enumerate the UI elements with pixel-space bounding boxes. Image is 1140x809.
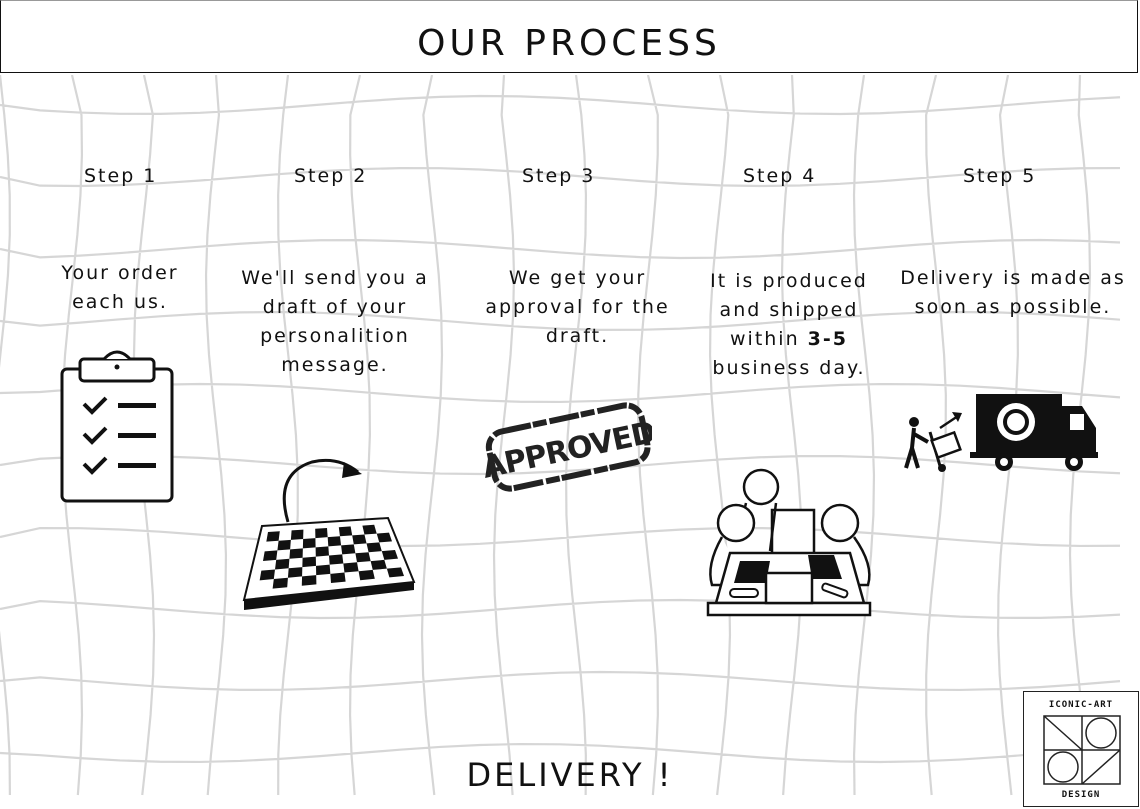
- checker-square: [341, 544, 356, 555]
- step-4-label: Step 4: [743, 165, 817, 187]
- page-title: OUR PROCESS: [417, 23, 721, 64]
- delivery-truck-icon: [904, 394, 1098, 472]
- checker-square: [302, 538, 316, 549]
- checker-square: [259, 569, 275, 581]
- step-1-description: Your order each us.: [61, 262, 179, 313]
- checker-square: [263, 550, 278, 561]
- checker-square: [272, 577, 288, 589]
- footer-title: DELIVERY !: [466, 756, 674, 794]
- checker-square: [275, 558, 290, 570]
- team-meeting-icon: [706, 468, 872, 617]
- checker-square: [315, 528, 328, 539]
- step-5-label: Step 5: [963, 165, 1037, 187]
- checker-square: [330, 572, 346, 583]
- checker-square: [315, 546, 329, 557]
- checker-square: [362, 524, 377, 535]
- checker-square: [277, 539, 291, 551]
- step-1-label: Step 1: [84, 165, 158, 187]
- checker-square: [381, 550, 398, 560]
- checker-square: [355, 552, 371, 563]
- checker-square: [327, 536, 342, 547]
- logo-bottom-text: DESIGN: [1061, 790, 1101, 800]
- checker-square: [289, 548, 303, 559]
- draft-board-icon: [242, 458, 416, 610]
- step-2-label: Step 2: [294, 165, 368, 187]
- step-5-description: Delivery is made as soon as possible.: [900, 267, 1126, 318]
- checker-square: [366, 542, 382, 553]
- checker-square: [301, 575, 317, 586]
- duration-emphasis: 3-5: [807, 328, 848, 350]
- step-4-description: It is produced and shipped within 3-5 bu…: [710, 270, 868, 379]
- checker-square: [358, 569, 375, 581]
- step-2-description: We'll send you a draft of your personali…: [241, 267, 429, 376]
- checker-square: [316, 564, 331, 576]
- checker-square: [290, 529, 304, 540]
- approved-stamp-icon: APPROVED: [484, 402, 652, 492]
- checker-square: [329, 554, 344, 565]
- step-3-description: We get your approval for the draft.: [485, 267, 670, 347]
- checker-square: [352, 534, 367, 545]
- step-3-label: Step 3: [522, 165, 596, 187]
- checker-square: [338, 526, 353, 537]
- checker-square: [343, 562, 359, 573]
- checker-square: [266, 531, 280, 542]
- header-bar: OUR PROCESS: [0, 0, 1138, 73]
- checker-square: [370, 559, 387, 570]
- logo-top-text: ICONIC-ART: [1048, 700, 1114, 710]
- logo-mark-icon: [1043, 715, 1121, 785]
- checker-square: [386, 567, 404, 578]
- brand-logo: ICONIC-ART DESIGN: [1023, 691, 1139, 807]
- checker-square: [287, 567, 303, 578]
- checker-square: [302, 556, 316, 568]
- checker-square: [376, 532, 392, 543]
- clipboard-checklist-icon: [60, 350, 174, 503]
